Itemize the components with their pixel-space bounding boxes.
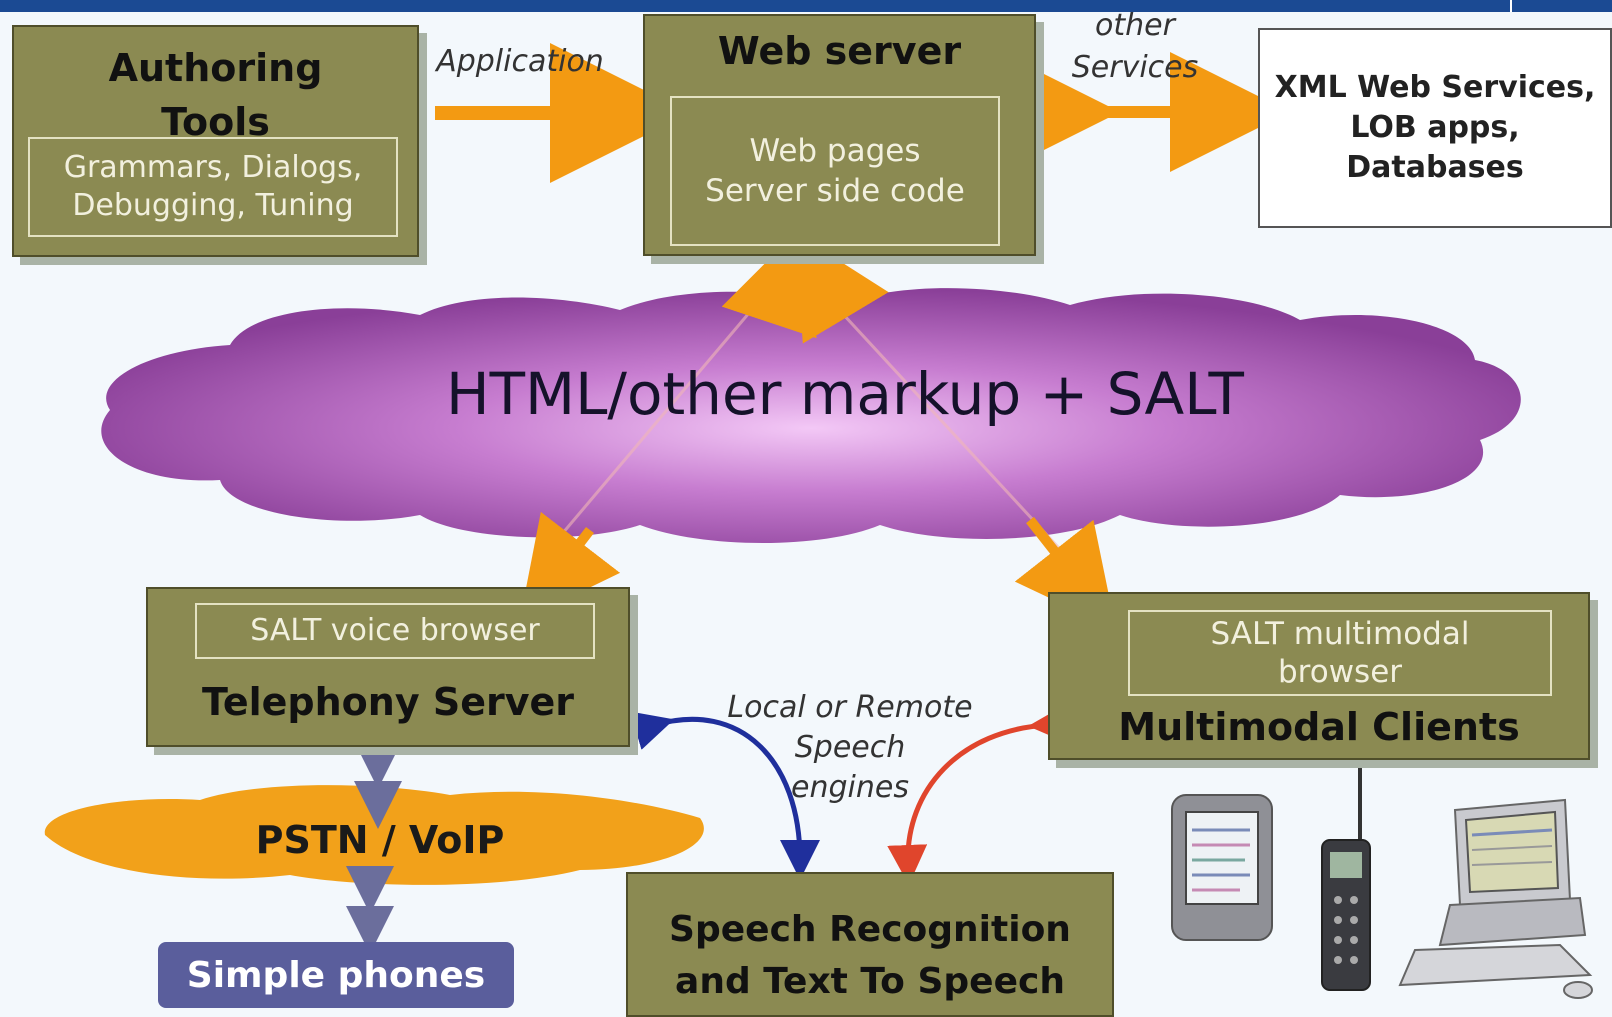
speech-box: Speech Recognition and Text To Speech <box>626 872 1114 1017</box>
speech-title: Speech Recognition and Text To Speech <box>669 909 1071 1002</box>
pstn-label: PSTN / VoIP <box>255 818 505 862</box>
authoring-tools-inner: Grammars, Dialogs, Debugging, Tuning <box>28 137 398 237</box>
pda-icon <box>1171 794 1273 941</box>
web-server-inner: Web pages Server side code <box>670 96 1000 246</box>
cloud-to-telephony-arrow <box>519 511 621 622</box>
telephony-speech-arrow <box>630 711 820 880</box>
speech-engines-label: Local or Remote Speech engines <box>727 690 973 805</box>
cloud-text: HTML/other markup + SALT <box>446 360 1244 428</box>
services-box: XML Web Services, LOB apps, Databases <box>1258 28 1612 228</box>
top-bar <box>0 0 1612 12</box>
services-text: XML Web Services, LOB apps, Databases <box>1274 70 1596 185</box>
multimodal-inner: SALT multimodal browser <box>1128 610 1552 696</box>
web-server-title: Web server <box>717 29 962 73</box>
telephony-title: Telephony Server <box>201 680 575 724</box>
cloud-to-multimodal-arrow <box>1014 516 1116 630</box>
cell-phone-icon <box>1321 839 1371 991</box>
top-bar-tick <box>1510 0 1512 12</box>
authoring-tools-box: Authoring Tools Grammars, Dialogs, Debug… <box>12 25 419 257</box>
multimodal-clients-box: SALT multimodal browser Multimodal Clien… <box>1048 592 1590 760</box>
multimodal-speech-arrow <box>887 703 1070 885</box>
simple-phones-label: Simple phones <box>186 954 486 996</box>
cloud-to-web-arrow <box>794 232 889 344</box>
multimodal-title: Multimodal Clients <box>1118 705 1520 749</box>
telephony-inner: SALT voice browser <box>195 603 595 659</box>
simple-phones-box: Simple phones <box>158 942 514 1008</box>
authoring-tools-title: Authoring Tools <box>108 46 323 144</box>
other-services-label: other Services <box>1071 8 1199 85</box>
web-server-box: Web server Web pages Server side code <box>643 14 1036 256</box>
pstn-cloud <box>44 785 704 885</box>
telephony-server-box: SALT voice browser Telephony Server <box>146 587 630 747</box>
web-to-cloud-arrow <box>721 227 817 339</box>
desktop-computer-icon <box>1398 798 1593 999</box>
application-label: Application <box>436 44 604 79</box>
